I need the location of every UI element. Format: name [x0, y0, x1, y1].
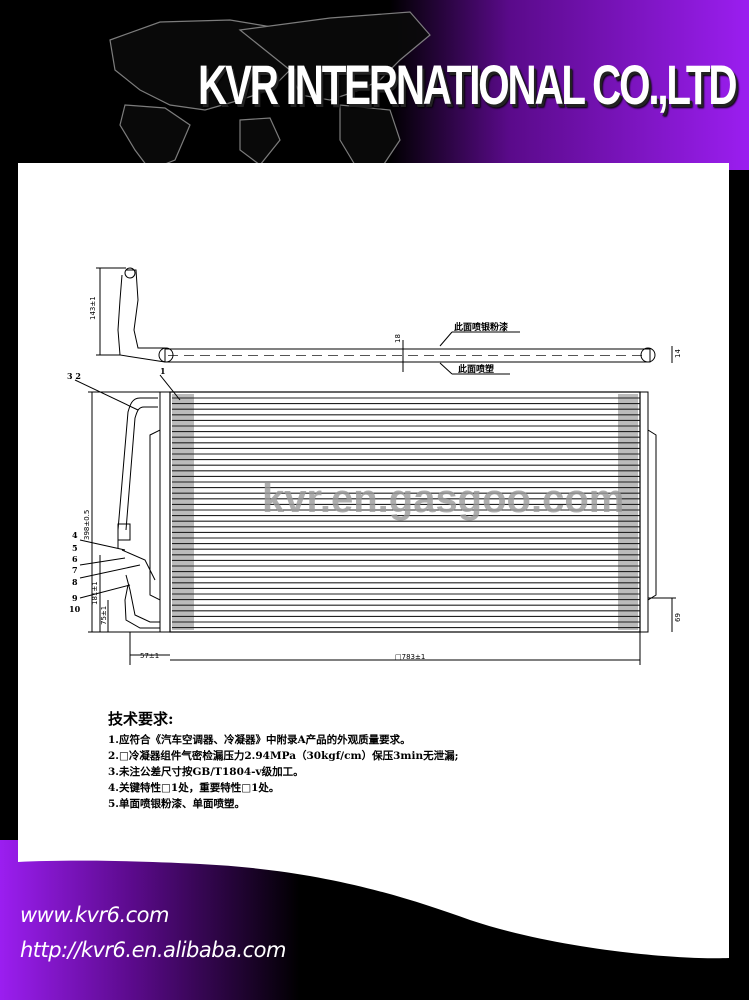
surface-label-top: 此面喷银粉漆 [454, 321, 508, 333]
callout-6: 6 [72, 554, 78, 564]
spec-line: 3.未注公差尺寸按GB/T1804-v级加工。 [108, 766, 304, 778]
world-map-graphic [109, 11, 431, 170]
dim-69: 69 [674, 613, 682, 622]
dim-75: 75±1 [100, 606, 108, 625]
callout-1: 1 [160, 366, 166, 376]
callout-7: 7 [72, 565, 78, 575]
dim-783: □783±1 [395, 653, 425, 661]
company-name: KVR INTERNATIONAL CO.,LTD [198, 53, 737, 116]
specs-title: 技术要求: [108, 710, 174, 728]
callout-8: 8 [72, 577, 78, 587]
dim-57: 57±1 [140, 652, 159, 660]
website-link[interactable]: www.kvr6.com [20, 903, 169, 927]
callout-5: 5 [72, 543, 78, 553]
callout-4: 4 [72, 530, 78, 540]
top-view [96, 267, 673, 375]
dim-14: 14 [674, 349, 682, 358]
spec-line: 2.□冷凝器组件气密检漏压力2.94MPa（30kgf/cm）保压3min无泄漏… [108, 750, 459, 762]
callout-9: 9 [72, 593, 78, 603]
spec-line: 1.应符合《汽车空调器、冷凝器》中附录A产品的外观质量要求。 [108, 734, 411, 746]
watermark: kvr.en.gasgoo.com [262, 477, 624, 521]
dim-398: 398±0.5 [83, 510, 91, 540]
spec-line: 5.单面喷银粉漆、单面喷塑。 [108, 798, 245, 810]
surface-label-bottom: 此面喷塑 [458, 363, 494, 375]
dim-143: 143±1 [89, 296, 97, 320]
spec-line: 4.关键特性□1处，重要特性□1处。 [108, 782, 280, 794]
callout-10: 10 [69, 604, 81, 614]
technical-requirements: 技术要求: 1.应符合《汽车空调器、冷凝器》中附录A产品的外观质量要求。 2.□… [108, 708, 459, 812]
callout-3-2: 3 2 [67, 371, 81, 381]
header-banner: KVR INTERNATIONAL CO.,LTD [0, 0, 749, 170]
dim-181: 181±1 [91, 581, 99, 605]
alibaba-link[interactable]: http://kvr6.en.alibaba.com [20, 938, 286, 962]
dim-18: 18 [394, 334, 402, 343]
condenser-core [74, 374, 676, 665]
